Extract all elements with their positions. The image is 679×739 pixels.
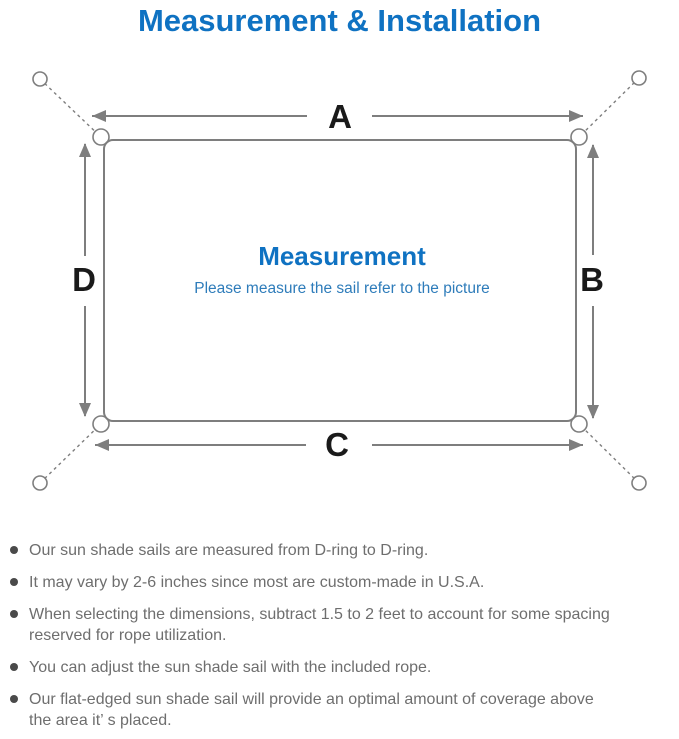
diagram-center-subtitle: Please measure the sail refer to the pic… — [194, 280, 490, 297]
diagram-center-title: Measurement — [258, 241, 426, 271]
d-ring-icon-bottom-right — [570, 415, 588, 433]
rope-dashed-line-bottom-left — [39, 421, 104, 484]
list-item: Our sun shade sails are measured from D-… — [10, 540, 667, 561]
anchor-point-icon-top-right — [631, 70, 647, 86]
bullet-icon — [10, 546, 18, 554]
notes-list: Our sun shade sails are measured from D-… — [0, 540, 679, 731]
rope-dashed-line-bottom-right — [576, 421, 640, 484]
arrow-right-icon-a — [569, 110, 583, 122]
arrow-up-icon-d — [79, 143, 91, 157]
d-ring-icon-top-left — [92, 128, 110, 146]
bullet-icon — [10, 578, 18, 586]
rope-dashed-line-top-left — [39, 78, 104, 140]
d-ring-icon-bottom-left — [92, 415, 110, 433]
note-text: You can adjust the sun shade sail with t… — [29, 659, 432, 676]
note-text: Our sun shade sails are measured from D-… — [29, 542, 429, 559]
arrow-up-icon-b — [587, 144, 599, 158]
arrow-left-icon-c — [95, 439, 109, 451]
list-item: It may vary by 2-6 inches since most are… — [10, 572, 667, 593]
dimension-label-a: A — [328, 98, 352, 135]
anchor-point-icon-top-left — [32, 71, 48, 87]
measurement-diagram: A B C D Measurement Please measure the s… — [32, 70, 647, 491]
list-item: Our flat-edged sun shade sail will provi… — [10, 689, 667, 731]
anchor-point-icon-bottom-left — [32, 475, 48, 491]
dimension-label-b: B — [580, 261, 604, 298]
bullet-icon — [10, 610, 18, 618]
dimension-label-c: C — [325, 426, 349, 463]
note-text: Our flat-edged sun shade sail will provi… — [29, 691, 594, 729]
page-title: Measurement & Installation — [137, 3, 542, 38]
note-text: When selecting the dimensions, subtract … — [29, 606, 610, 644]
arrow-left-icon-a — [92, 110, 106, 122]
bullet-icon — [10, 695, 18, 703]
bullet-icon — [10, 663, 18, 671]
arrow-right-icon-c — [569, 439, 583, 451]
anchor-point-icon-bottom-right — [631, 475, 647, 491]
list-item: When selecting the dimensions, subtract … — [10, 604, 667, 646]
dimension-label-d: D — [72, 261, 96, 298]
sail-outline — [103, 139, 577, 422]
arrow-down-icon-b — [587, 405, 599, 419]
list-item: You can adjust the sun shade sail with t… — [10, 657, 667, 678]
note-text: It may vary by 2-6 inches since most are… — [29, 574, 485, 591]
arrow-down-icon-d — [79, 403, 91, 417]
rope-dashed-line-top-right — [576, 77, 640, 140]
d-ring-icon-top-right — [570, 128, 588, 146]
